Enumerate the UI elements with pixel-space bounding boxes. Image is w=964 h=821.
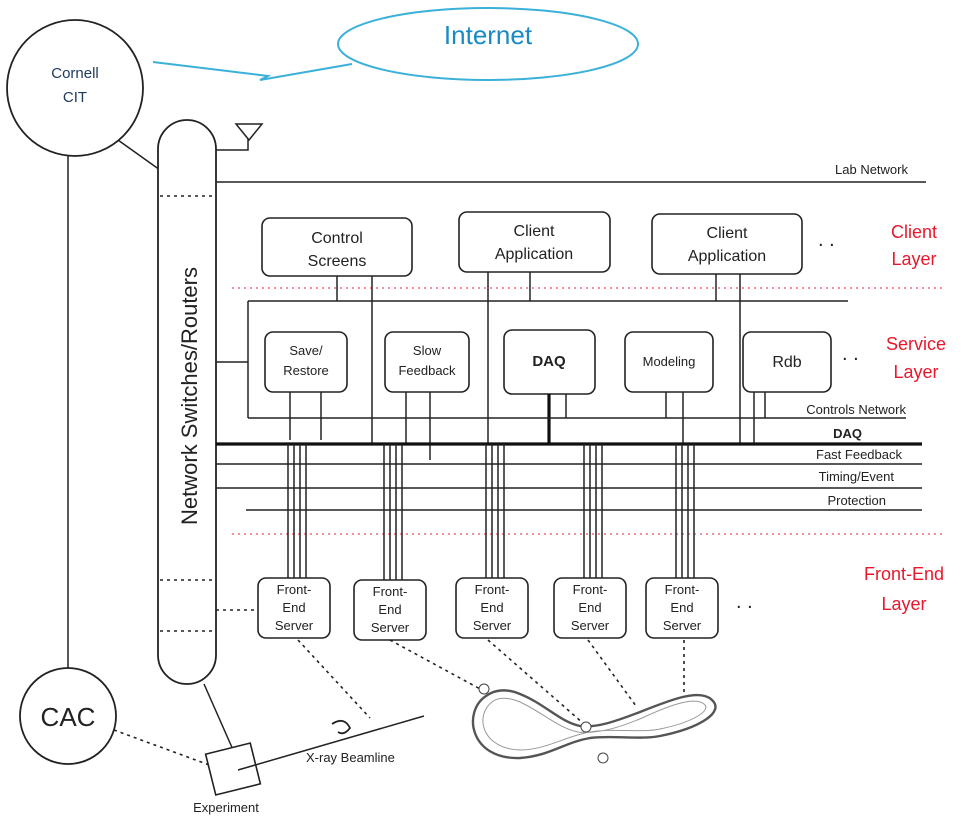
- svg-text:DAQ: DAQ: [532, 353, 566, 370]
- frontend-server-label: Server: [473, 618, 512, 633]
- internet-label: Internet: [444, 20, 533, 50]
- frontend-server-label: Front-: [573, 582, 608, 597]
- frontend-server-label: Server: [275, 618, 314, 633]
- frontend-server-label: End: [378, 602, 401, 617]
- svg-text:Screens: Screens: [308, 253, 367, 270]
- svg-text:Control: Control: [311, 230, 363, 247]
- client-box-application-2: Client Application: [651, 213, 803, 275]
- client-box-control-screens: Control Screens: [261, 217, 413, 277]
- cornell-label: Cornell: [51, 65, 99, 82]
- service-box-rdb: Rdb: [742, 331, 832, 393]
- frontend-server-label: End: [480, 600, 503, 615]
- experiment-label: Experiment: [193, 800, 259, 815]
- frontend-layer-label-2: Layer: [881, 594, 926, 614]
- frontend-ring-links: [297, 639, 685, 725]
- service-box-slow-feedback: Slow Feedback: [384, 331, 470, 393]
- cit-label: CIT: [63, 89, 87, 106]
- cornell-switch-link: [117, 139, 161, 171]
- frontend-server-label: Server: [371, 620, 410, 635]
- protection-label: Protection: [827, 493, 886, 508]
- service-ellipsis: . .: [842, 343, 859, 365]
- beamline-label: X-ray Beamline: [306, 750, 395, 765]
- storage-ring-sketch: [471, 683, 717, 764]
- frontend-layer-label-1: Front-End: [864, 564, 944, 584]
- cornell-cit-node: [6, 19, 144, 157]
- service-layer-label-1: Service: [886, 334, 946, 354]
- service-layer-label-2: Layer: [893, 362, 938, 382]
- beamline-source-icon: [331, 719, 352, 735]
- controls-network-label: Controls Network: [806, 402, 906, 417]
- svg-text:Client: Client: [707, 225, 748, 242]
- frontend-server-label: Server: [571, 618, 610, 633]
- cac-label: CAC: [41, 702, 96, 732]
- svg-text:Application: Application: [688, 248, 766, 265]
- daq-bus-label: DAQ: [833, 426, 862, 441]
- svg-text:Application: Application: [495, 246, 573, 263]
- service-box-modeling: Modeling: [624, 331, 714, 393]
- beamline-line: [237, 715, 425, 771]
- timing-event-label: Timing/Event: [819, 469, 895, 484]
- svg-text:Feedback: Feedback: [398, 363, 456, 378]
- client-ellipsis: . .: [818, 229, 835, 251]
- frontend-server-label: End: [670, 600, 693, 615]
- frontend-ellipsis: . .: [736, 591, 753, 613]
- cac-experiment-link: [113, 729, 213, 767]
- svg-text:Save/: Save/: [289, 343, 323, 358]
- service-box-daq: DAQ: [503, 329, 596, 395]
- cac-node: [19, 667, 117, 765]
- svg-text:Modeling: Modeling: [643, 354, 696, 369]
- svg-text:Rdb: Rdb: [772, 354, 801, 371]
- lab-network-label: Lab Network: [835, 162, 908, 177]
- client-layer-label-2: Layer: [891, 249, 936, 269]
- experiment-box: [204, 742, 262, 796]
- network-switches-column: [157, 119, 217, 685]
- service-box-save-restore: Save/ Restore: [264, 331, 348, 393]
- antenna-head-icon: [234, 123, 264, 142]
- frontend-server-label: Front-: [665, 582, 700, 597]
- switch-experiment-link: [203, 683, 235, 753]
- antenna-icon: [216, 138, 249, 151]
- frontend-server-label: Server: [663, 618, 702, 633]
- internet-cloud: [337, 7, 639, 81]
- network-switches-label: Network Switches/Routers: [177, 267, 202, 525]
- svg-text:Restore: Restore: [283, 363, 329, 378]
- client-box-application-1: Client Application: [458, 211, 611, 273]
- frontend-server-label: Front-: [475, 582, 510, 597]
- svg-text:Client: Client: [514, 223, 555, 240]
- frontend-server-label: Front-: [277, 582, 312, 597]
- frontend-server-label: Front-: [373, 584, 408, 599]
- frontend-server-label: End: [282, 600, 305, 615]
- frontend-server-label: End: [578, 600, 601, 615]
- fast-feedback-label: Fast Feedback: [816, 447, 902, 462]
- client-layer-label-1: Client: [891, 222, 937, 242]
- svg-text:Slow: Slow: [413, 343, 442, 358]
- internet-link: [152, 61, 353, 81]
